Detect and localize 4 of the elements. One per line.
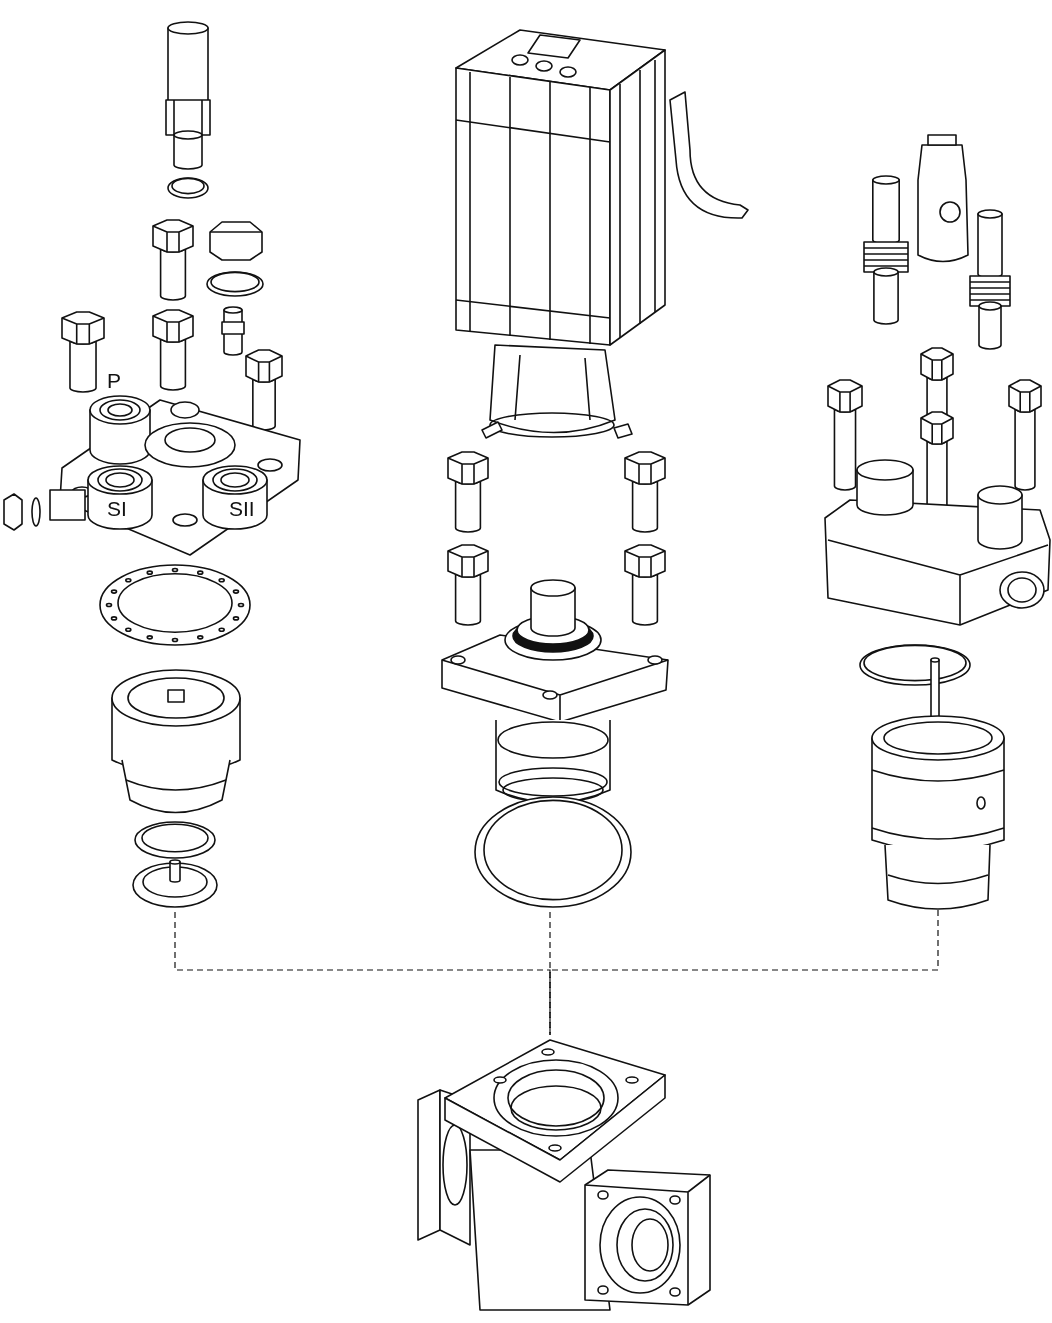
port-label: SI — [107, 498, 127, 519]
port-label: P — [107, 370, 121, 391]
port-label: SII — [229, 498, 255, 519]
dashed-connector — [549, 909, 939, 1036]
